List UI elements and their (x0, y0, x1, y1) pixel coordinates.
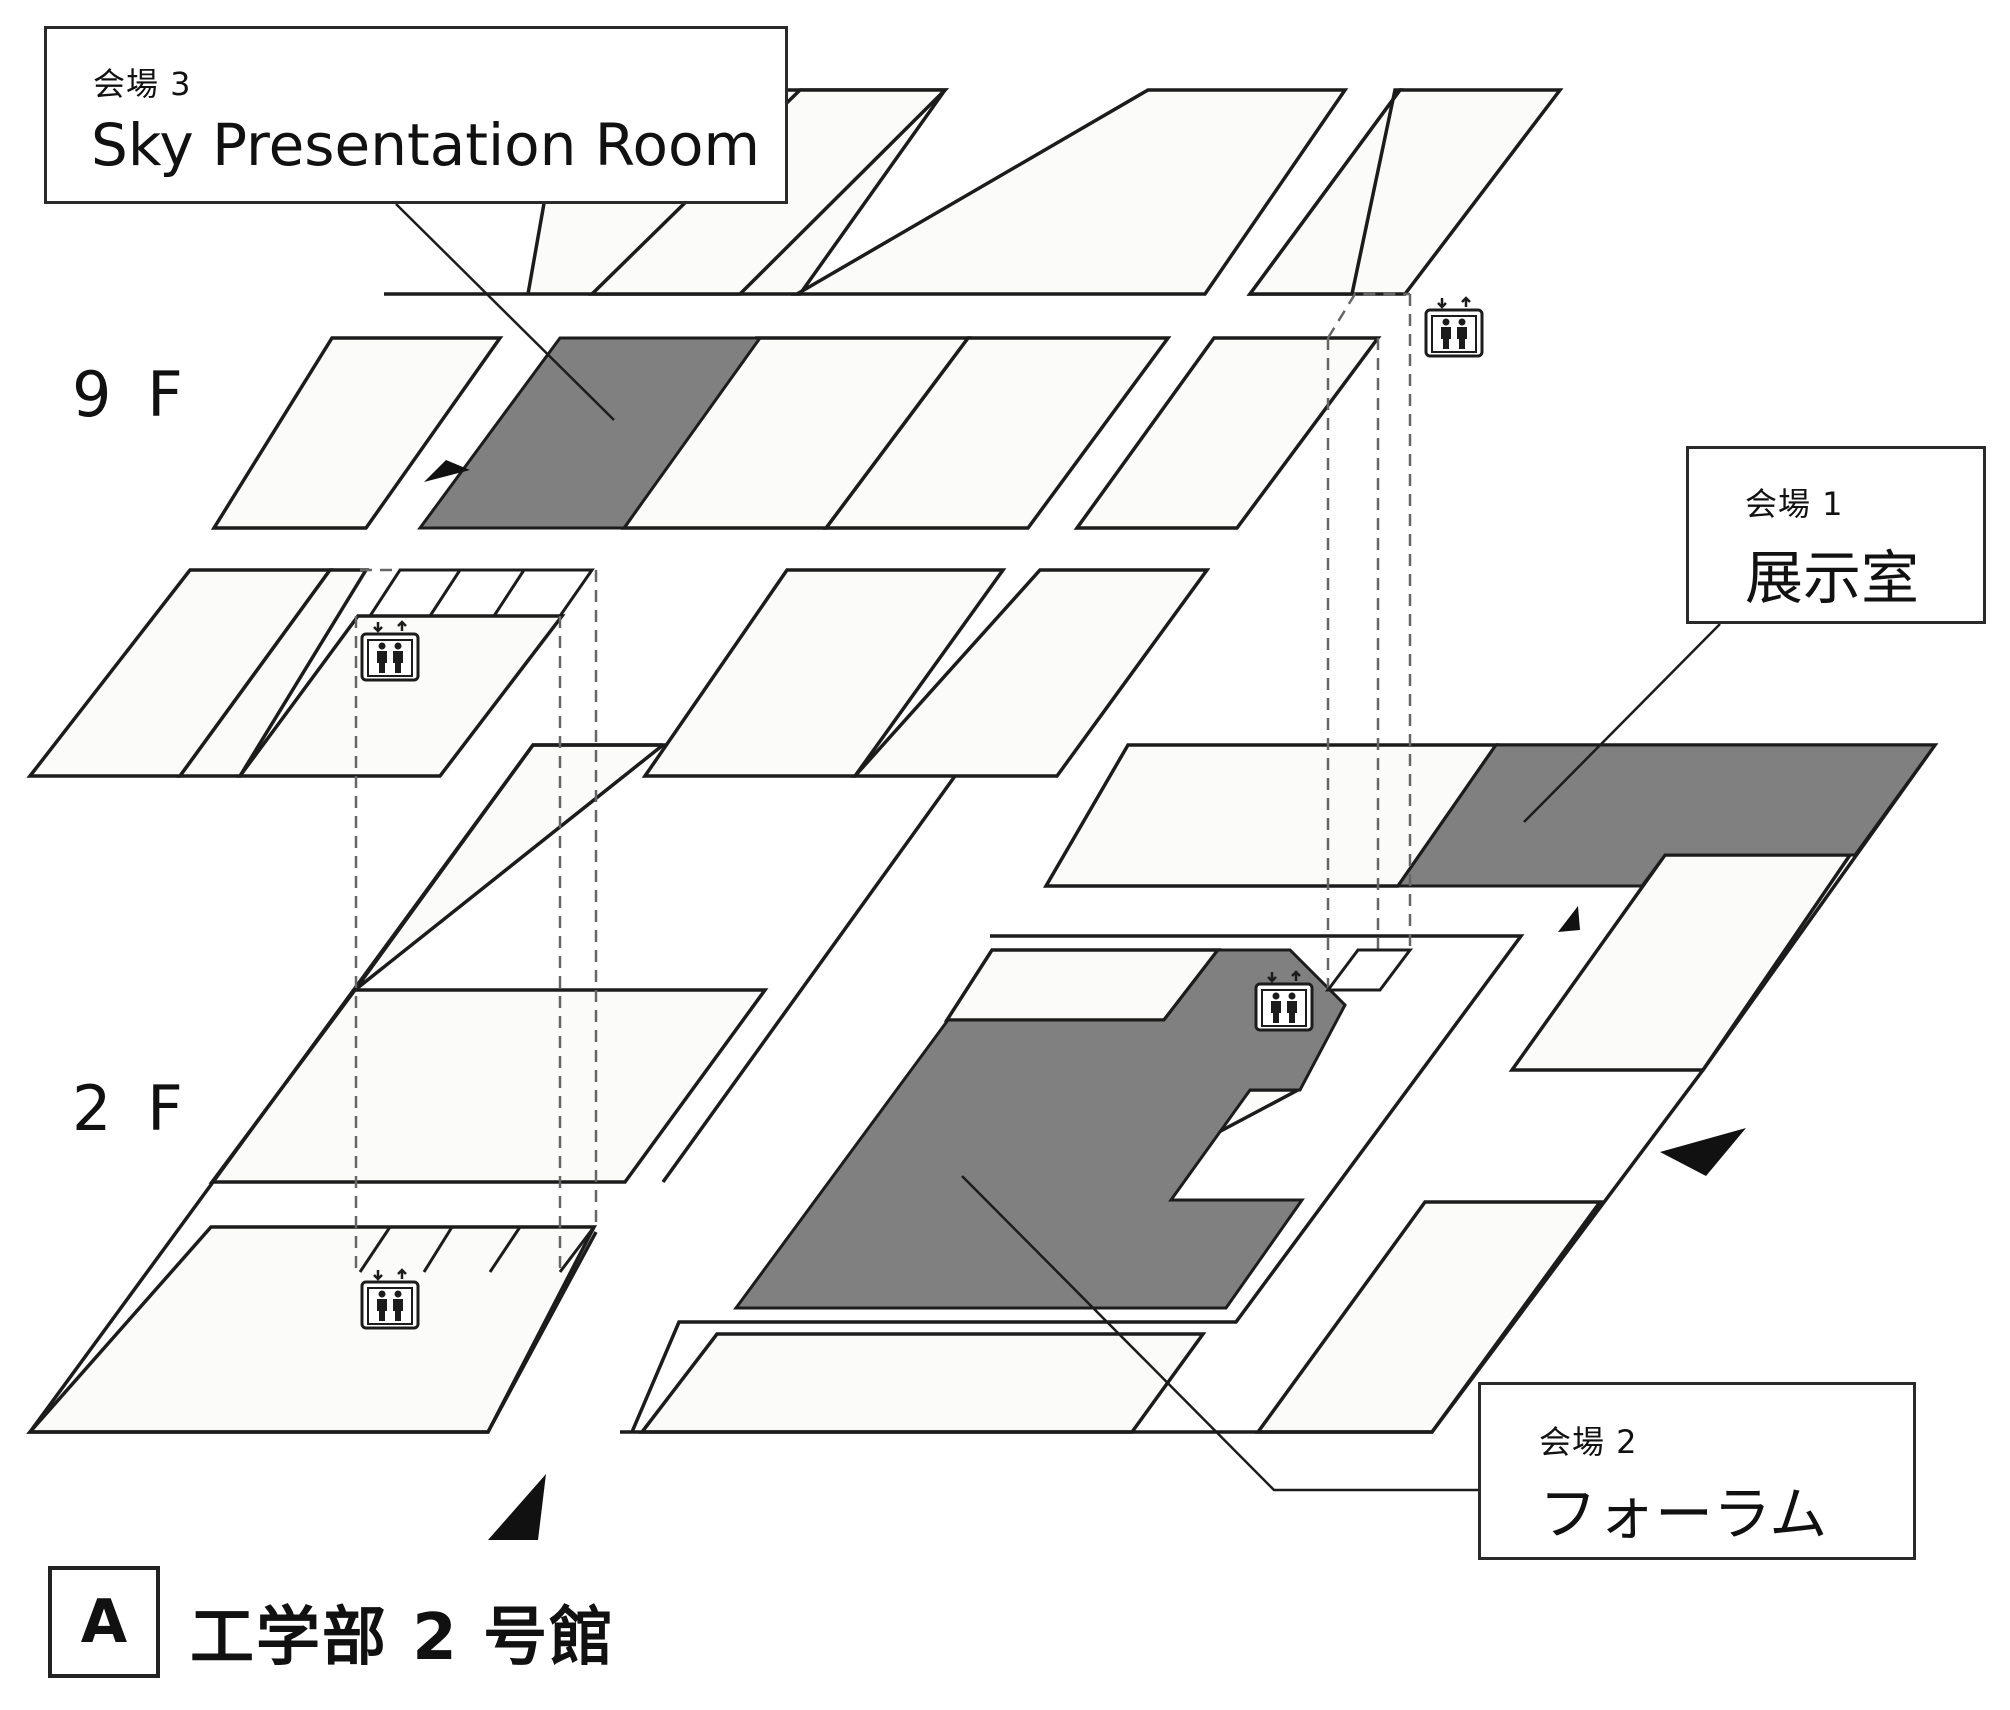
floor-label-9f: 9 F (72, 358, 191, 431)
venue-2-area (733, 948, 1347, 1310)
elevator-icon (1424, 296, 1484, 358)
room-9f-bottom-3 (236, 614, 566, 778)
venue-1-name: 展示室 (1745, 544, 1920, 612)
venue-3-callout: 会場 3 Sky Presentation Room (44, 26, 788, 204)
entrance-arrow-icon (424, 460, 470, 482)
leader-venue-3 (395, 203, 615, 421)
room-9f-top-3 (790, 88, 1349, 296)
venue-3-number: 会場 3 (93, 65, 192, 103)
building-name: 工学部 2 号館 (190, 1601, 616, 1675)
venue-1-callout: 会場 1 展示室 (1686, 446, 1986, 624)
room-9f-top-5 (1246, 88, 1404, 296)
floor-label-2f: 2 F (72, 1072, 191, 1145)
wall-2f-divider (661, 774, 957, 1184)
room-2f-c (26, 1225, 597, 1434)
venue-1-area (1395, 743, 1938, 888)
wall-2f-left (26, 743, 663, 1434)
venue-3-name: Sky Presentation Room (91, 111, 760, 179)
building-id-badge: A (48, 1566, 160, 1678)
venue-2-name: フォーラム (1539, 1480, 1828, 1548)
room-2f-i (638, 1332, 1207, 1434)
room-9f-left (210, 336, 504, 530)
entrance-arrow-icon (1660, 1128, 1746, 1176)
room-2f-a (353, 743, 669, 992)
leader-venue-2 (961, 1175, 1478, 1492)
venue-2-number: 会場 2 (1539, 1423, 1638, 1461)
room-9f-bottom-5 (851, 568, 1211, 778)
venue-1-number: 会場 1 (1745, 485, 1844, 523)
entrance-arrow-icon (1558, 906, 1580, 932)
venue-2-callout: 会場 2 フォーラム (1478, 1382, 1916, 1560)
entrance-arrow-icon (488, 1474, 546, 1540)
leader-venue-1 (1523, 623, 1721, 823)
shaft-2f (1325, 948, 1413, 992)
wall-2f-right-inner (630, 934, 1525, 1433)
venue-3-area (417, 336, 763, 530)
room-9f-bottom-4 (641, 568, 1007, 778)
